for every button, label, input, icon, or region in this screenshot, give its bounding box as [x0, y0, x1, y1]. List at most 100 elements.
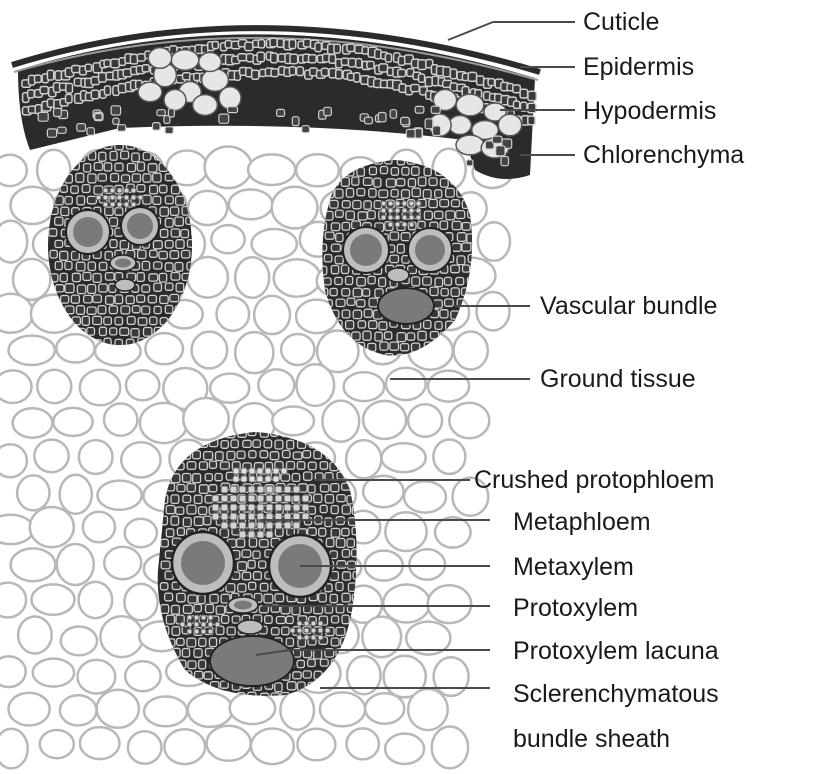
sheath-cell [183, 474, 191, 483]
phloem-cell [409, 215, 414, 220]
metaphloem-cell [266, 486, 273, 493]
sheath-cell [358, 212, 367, 220]
parenchyma-cell [311, 635, 316, 640]
label-bundle-sheath: bundle sheath [513, 725, 670, 753]
sheath-cell [71, 140, 78, 148]
sheath-cell [272, 628, 280, 635]
sheath-cell [143, 174, 151, 182]
crushed-protophloem-cell [257, 476, 263, 482]
parenchyma-cell [187, 615, 192, 620]
sheath-cell [283, 450, 291, 457]
metaphloem-cell [293, 504, 300, 511]
sheath-cell [49, 229, 57, 237]
parenchyma-cell [100, 616, 143, 657]
parenchyma-cell [80, 370, 120, 405]
epidermal-cell [35, 75, 42, 82]
sheath-cell [418, 221, 425, 228]
parenchyma-cell [408, 689, 448, 730]
sheath-cell [199, 638, 206, 646]
sheath-cell [401, 344, 409, 351]
label-cuticle: Cuticle [583, 8, 659, 36]
sheath-cell [337, 472, 345, 479]
phloem-cell [409, 201, 414, 206]
sheath-cell [402, 190, 410, 198]
phloem-cell [117, 195, 122, 200]
sheath-cell [154, 306, 161, 313]
sheath-cell [308, 528, 317, 536]
sheath-cell [319, 528, 326, 536]
parenchyma-cell [33, 659, 74, 687]
sheath-cell [204, 452, 213, 460]
metaphloem-cell [248, 495, 255, 502]
parenchyma-cell [17, 475, 49, 510]
sheath-cell [199, 507, 207, 515]
phloem-cell [388, 201, 393, 206]
sheath-cell [337, 561, 346, 569]
sheath-cell [375, 332, 383, 341]
sheath-cell [160, 185, 167, 193]
sheath-cell [216, 606, 224, 614]
sheath-cell [456, 278, 464, 285]
metaphloem-cell [212, 495, 219, 502]
sheath-cell [93, 316, 102, 324]
sheath-cell [88, 285, 96, 294]
epidermal-cell [105, 86, 111, 95]
sheath-cell [331, 244, 340, 251]
metaphloem-cell [275, 504, 282, 511]
sheath-cell [84, 164, 91, 172]
parenchyma-cell [125, 519, 157, 547]
sheath-cell [71, 295, 79, 303]
sheath-cell [440, 221, 448, 229]
phloem-cell [131, 195, 136, 200]
sheath-cell [215, 474, 222, 481]
sheath-cell [177, 593, 186, 601]
epidermal-cell [419, 74, 425, 82]
epidermal-cell [142, 65, 149, 72]
sheath-cell [194, 604, 201, 611]
metaphloem-cell [221, 486, 228, 493]
sheath-cell [72, 273, 80, 281]
sheath-cell [286, 616, 293, 623]
sheath-cell [137, 273, 144, 282]
sheath-cell [347, 298, 355, 305]
sheath-cell [194, 517, 203, 526]
sheath-cell [221, 441, 228, 449]
sheath-cell [390, 255, 399, 263]
sheath-cell [111, 174, 119, 182]
sheath-cell [326, 538, 334, 547]
sheath-cell [249, 582, 256, 589]
metaphloem-cell [266, 495, 273, 502]
sheath-cell [467, 234, 474, 243]
parenchyma-cell [428, 585, 472, 623]
sheath-cell [166, 615, 174, 624]
parenchyma-cell [248, 154, 295, 185]
sheath-cell [343, 572, 351, 580]
sheath-cell [281, 606, 290, 614]
hypodermis-cell [164, 90, 186, 111]
sheath-cell [137, 295, 145, 302]
sheath-cell [357, 300, 365, 307]
sheath-cell [120, 328, 129, 336]
epidermal-cell [212, 42, 218, 49]
sheath-cell [165, 593, 173, 601]
sheath-cell [468, 321, 476, 330]
parenchyma-cell [272, 407, 314, 436]
crushed-protophloem-cell [233, 476, 239, 482]
sheath-cell [222, 615, 229, 623]
parenchyma-cell [235, 257, 269, 298]
parenchyma-cell [0, 155, 27, 186]
sheath-cell [170, 294, 179, 301]
sheath-cell [298, 441, 306, 449]
sheath-cell [165, 196, 173, 204]
metaphloem-cell [221, 495, 228, 502]
sheath-cell [445, 299, 454, 306]
sheath-cell [276, 617, 285, 624]
sheath-cell [346, 188, 353, 197]
parenchyma-cell [56, 334, 94, 362]
metaphloem-cell [284, 486, 291, 493]
parenchyma-cell [251, 729, 294, 765]
sheath-cell [379, 322, 387, 330]
parenchyma-cell [0, 370, 32, 403]
crushed-protophloem-cell [257, 468, 263, 474]
sheath-cell [187, 505, 196, 514]
